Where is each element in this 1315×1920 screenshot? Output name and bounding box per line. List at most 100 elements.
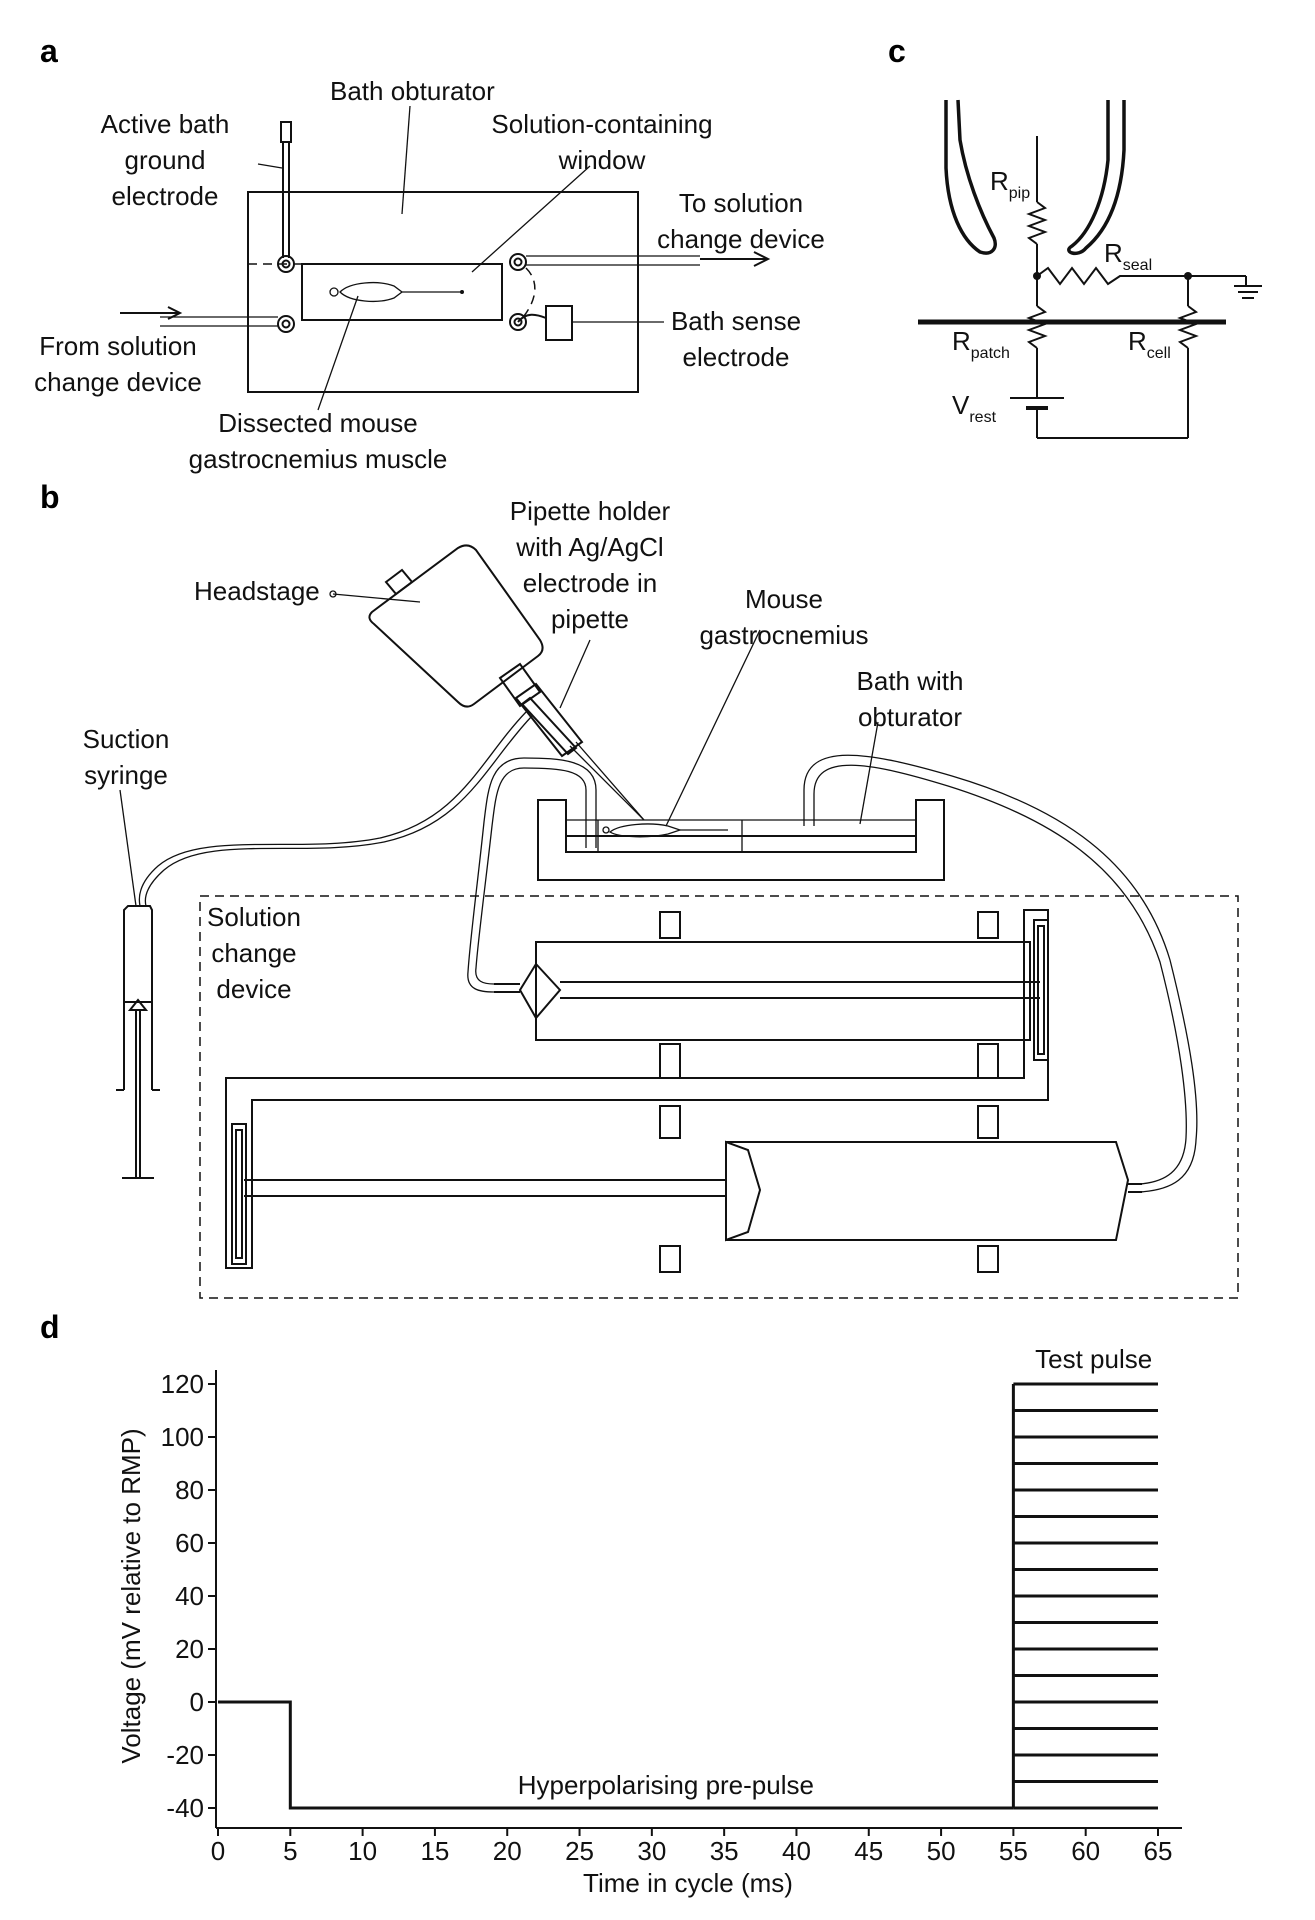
pipette-right-wall: [1067, 100, 1126, 256]
bath-muscle: [608, 823, 683, 838]
clamp-8: [977, 1245, 999, 1273]
label-v-rest-sub: rest: [969, 409, 996, 426]
label-r-pip-sub: pip: [1009, 185, 1030, 202]
panel-b: b: [40, 479, 1239, 1299]
leader-headstage: [332, 593, 421, 603]
y-tick-label: -40: [166, 1793, 204, 1823]
resistor-cell: [1177, 305, 1199, 349]
label-suction-1: Suction: [83, 724, 170, 754]
label-suction-2: syringe: [84, 760, 168, 790]
label-muscle-1: Dissected mouse: [218, 408, 417, 438]
pipette-2: [575, 741, 645, 821]
x-tick-label: 0: [211, 1836, 225, 1866]
port-inlet: [277, 315, 295, 333]
muscle-pin: [460, 290, 464, 294]
label-mouse-2: gastrocnemius: [699, 620, 868, 650]
label-bath-1: Bath with: [857, 666, 964, 696]
holder-clamp-1: [498, 662, 542, 708]
muscle-tip: [329, 287, 339, 297]
label-holder-3: electrode in: [523, 568, 657, 598]
y-tick-label: 0: [190, 1687, 204, 1717]
x-tick-label: 60: [1071, 1836, 1100, 1866]
big-syringe-barrel: [725, 1141, 1130, 1241]
x-tick-label: 50: [927, 1836, 956, 1866]
clamp-5: [659, 1105, 681, 1139]
label-r-seal-sub: seal: [1123, 257, 1152, 274]
y-tick-label: 80: [175, 1475, 204, 1505]
x-tick-label: 35: [710, 1836, 739, 1866]
label-from-device-2: change device: [34, 367, 202, 397]
label-r-seal: Rseal: [1104, 238, 1152, 274]
label-headstage: Headstage: [194, 576, 320, 606]
label-to-device-2: change device: [657, 224, 825, 254]
x-tick-label: 5: [283, 1836, 297, 1866]
small-syringe-barrel: [535, 941, 1031, 1041]
port-outlet-inner: [513, 257, 523, 267]
y-tick-label: -20: [166, 1740, 204, 1770]
label-r-patch-main: R: [952, 326, 971, 356]
label-window-1: Solution-containing: [491, 109, 712, 139]
clamp-6: [659, 1245, 681, 1273]
label-r-cell: Rcell: [1128, 326, 1171, 362]
leader-window: [471, 165, 591, 273]
pusher-frame: [225, 909, 1049, 1269]
leader-holder: [559, 639, 591, 709]
x-tick-label: 20: [493, 1836, 522, 1866]
label-window-2: window: [558, 145, 646, 175]
x-tick-label: 65: [1144, 1836, 1173, 1866]
ground-electrode-top: [280, 121, 292, 143]
small-syringe-plunger-head: [535, 961, 562, 1021]
clamp-1: [659, 911, 681, 939]
port-sense-inner: [513, 317, 523, 327]
label-r-cell-main: R: [1128, 326, 1147, 356]
y-tick-label: 120: [161, 1369, 204, 1399]
x-tick-label: 55: [999, 1836, 1028, 1866]
label-active-bath-1: Active bath: [101, 109, 230, 139]
inlet-arrow-head: [167, 306, 183, 320]
label-device-3: device: [216, 974, 291, 1004]
small-syringe-thumb: [1033, 919, 1049, 1061]
y-tick-label: 20: [175, 1634, 204, 1664]
big-syringe-thumb-inner: [235, 1129, 243, 1259]
outlet-arrow-head: [753, 251, 771, 267]
sense-wire: [517, 313, 547, 323]
port-inlet-inner: [281, 319, 291, 329]
x-axis-label: Time in cycle (ms): [583, 1868, 793, 1898]
leader-muscle: [317, 295, 359, 411]
leader-syringe: [119, 789, 137, 907]
x-tick-label: 15: [420, 1836, 449, 1866]
label-muscle-2: gastrocnemius muscle: [189, 444, 448, 474]
port-ground-inner: [281, 259, 291, 269]
label-device-1: Solution: [207, 902, 301, 932]
panel-c: c Rpip Rseal Rpatch Rcell Vrest: [888, 33, 1262, 439]
y-tick-label: 60: [175, 1528, 204, 1558]
sense-electrode-box: [545, 305, 573, 341]
tube-left-2: [475, 767, 587, 985]
leader-obturator: [401, 105, 411, 215]
leader-mouse: [665, 629, 761, 827]
label-r-patch: Rpatch: [952, 326, 1010, 362]
tube-left-1: [467, 757, 597, 993]
label-r-pip-main: R: [990, 166, 1009, 196]
pipette-left-wall: [944, 99, 997, 255]
label-active-bath-3: electrode: [112, 181, 219, 211]
clamp-7: [977, 1105, 999, 1139]
leader-bath: [859, 721, 879, 825]
panel-c-letter: c: [888, 33, 906, 69]
x-tick-label: 10: [348, 1836, 377, 1866]
annotation-test-pulse: Test pulse: [1035, 1344, 1152, 1374]
label-holder-4: pipette: [551, 604, 629, 634]
resistor-patch: [1026, 305, 1048, 349]
sense-dashed-link: [523, 267, 536, 317]
panel-b-letter: b: [40, 479, 60, 515]
label-bath-sense-1: Bath sense: [671, 306, 801, 336]
label-v-rest: Vrest: [952, 390, 997, 426]
small-syringe-thumb-inner: [1037, 925, 1045, 1055]
syringe-plunger-head: [127, 998, 149, 1011]
holder-body: [514, 682, 584, 758]
label-bath-2: obturator: [858, 702, 962, 732]
label-r-pip: Rpip: [990, 166, 1030, 202]
suction-tube-1: [138, 711, 527, 907]
